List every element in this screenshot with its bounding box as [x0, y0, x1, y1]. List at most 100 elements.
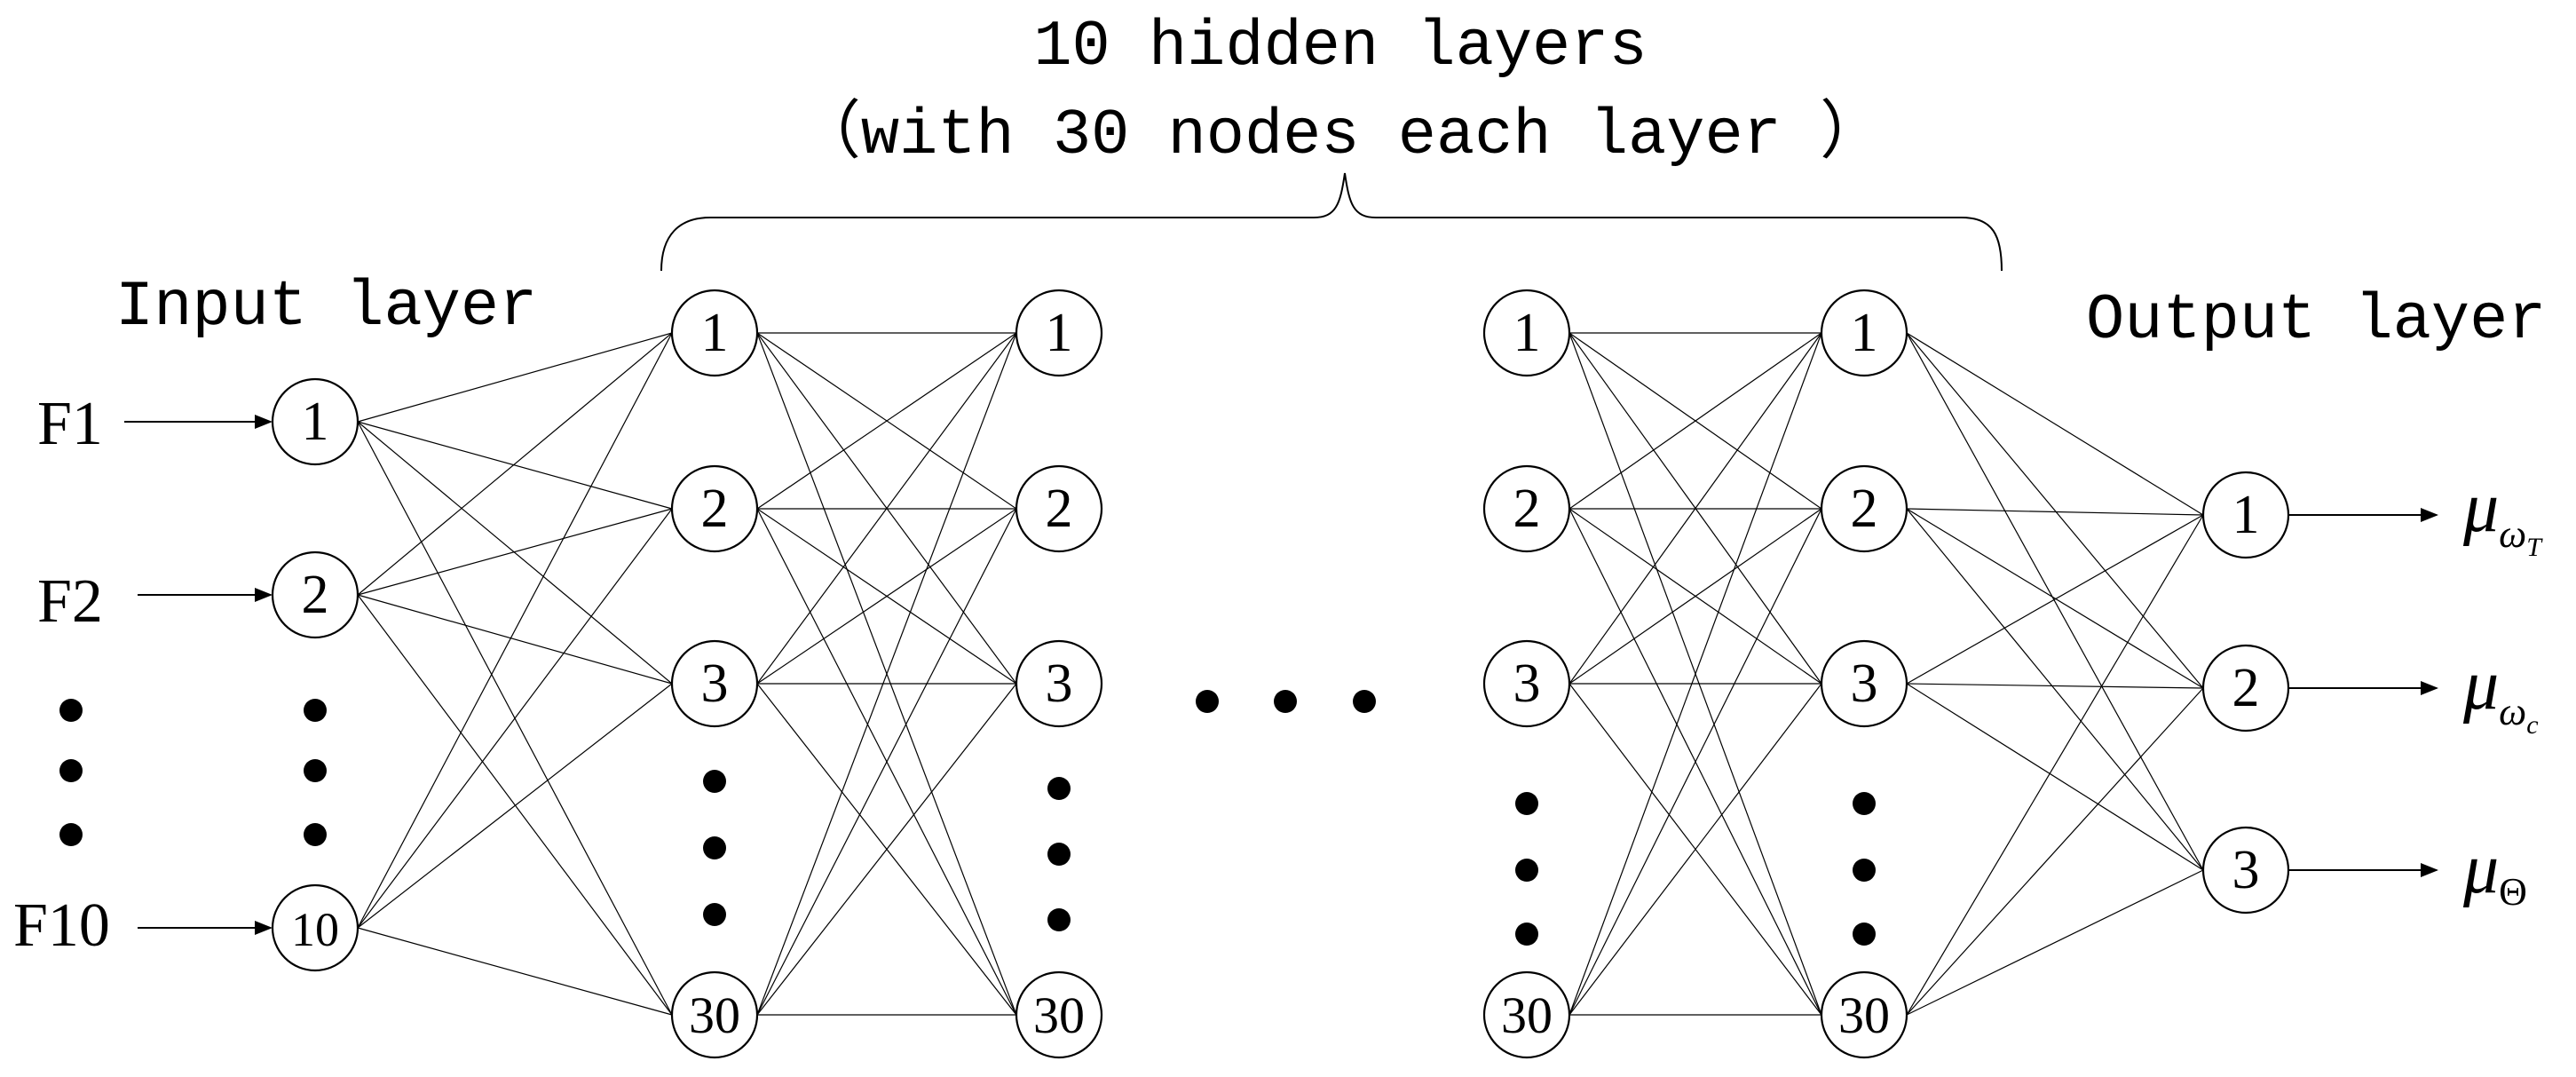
ellipsis-dot: [59, 699, 83, 722]
connection-edge: [357, 594, 673, 1016]
ellipsis-dot: [304, 759, 327, 782]
ellipsis-dot: [1515, 792, 1538, 815]
ellipsis-dot: [1853, 859, 1876, 882]
node-label: 30: [689, 986, 740, 1044]
connection-edge: [1569, 332, 1822, 1016]
hidden-layer-1-node: 30: [670, 970, 759, 1059]
output-subscript: ω: [2499, 512, 2526, 556]
node-label: 3: [701, 653, 729, 714]
node-circle: [2201, 471, 2290, 559]
output-label-1: μωT: [2462, 469, 2543, 562]
output-node: 1: [2201, 471, 2290, 559]
connection-edge: [1569, 508, 1822, 1016]
node-circle: [2201, 644, 2290, 733]
hidden-layers-brace: [660, 172, 2003, 272]
connection-edge: [1906, 514, 2204, 1016]
node-label: 30: [1838, 986, 1890, 1044]
output-node: 2: [2201, 644, 2290, 733]
connection-edge: [1569, 332, 1822, 510]
node-circle: [670, 639, 759, 728]
hidden-layer-10-node: 3: [1820, 639, 1908, 728]
output-subscript: Θ: [2499, 870, 2527, 914]
connection-edge: [1906, 683, 2204, 871]
node-label: 1: [302, 392, 329, 452]
ellipsis-dot: [703, 770, 726, 793]
node-label: 3: [1046, 653, 1073, 714]
output-subscript: ω: [2499, 690, 2526, 733]
svg-text:μωT: μωT: [2462, 469, 2543, 562]
node-circle: [1482, 289, 1571, 377]
connection-edge: [756, 332, 1017, 510]
ellipsis-dot: [1515, 859, 1538, 882]
connection-edge: [1906, 683, 2204, 689]
node-circle: [670, 970, 759, 1059]
connection-edge: [1906, 332, 2204, 871]
title-line-2: （with 30 nodes each layer ）: [797, 99, 1884, 172]
output-label-3: μΘ: [2462, 830, 2527, 914]
input-node: 2: [271, 550, 360, 639]
ellipsis-dot: [1047, 843, 1071, 866]
hidden-layer-1-node: 1: [670, 289, 759, 377]
output-symbol: μ: [2462, 830, 2499, 908]
node-label: 1: [1513, 303, 1541, 363]
node-label: 3: [1851, 653, 1878, 714]
ellipsis-dot: [1274, 690, 1297, 713]
connection-edge: [1906, 514, 2204, 685]
hidden-layer-10-node: 1: [1820, 289, 1908, 377]
node-label: 1: [1046, 303, 1073, 363]
connection-edge: [1569, 332, 1822, 685]
node-circle: [1482, 464, 1571, 553]
hidden-layer-10-node: 2: [1820, 464, 1908, 553]
ellipsis-dots: [59, 690, 1876, 946]
node-circle: [1482, 639, 1571, 728]
input-node: 10: [271, 883, 360, 972]
hidden-layer-2-node: 3: [1015, 639, 1103, 728]
node-label: 30: [1501, 986, 1553, 1044]
ellipsis-dot: [1853, 923, 1876, 946]
output-label-2: μωc: [2462, 646, 2539, 740]
connection-edge: [1906, 508, 2204, 871]
node-label: 2: [302, 565, 329, 625]
connection-edges: [357, 332, 2204, 1016]
ellipsis-dot: [59, 759, 83, 782]
hidden-layer-9-node: 30: [1482, 970, 1571, 1059]
ellipsis-dot: [1047, 777, 1071, 800]
output-sub-subscript: T: [2526, 533, 2543, 562]
connection-edge: [357, 421, 673, 685]
connection-edge: [357, 508, 673, 929]
network-nodes: 1 2 10 1 2 3 30 1 2 3 30 1 2 3 30 1 2 3 30 1 2 3: [271, 289, 2290, 1059]
connection-edge: [1906, 332, 2204, 689]
node-circle: [1015, 970, 1103, 1059]
node-circle: [1015, 289, 1103, 377]
connection-edge: [1906, 869, 2204, 1016]
connection-edge: [756, 683, 1017, 1016]
connection-edge: [1906, 508, 2204, 689]
node-label: 3: [2232, 840, 2260, 900]
node-circle: [271, 377, 360, 466]
connection-edge: [357, 332, 673, 423]
hidden-layer-10-node: 30: [1820, 970, 1908, 1059]
hidden-layer-1-node: 3: [670, 639, 759, 728]
node-label: 2: [1046, 479, 1073, 539]
output-symbol: μ: [2462, 469, 2499, 547]
node-label: 2: [701, 479, 729, 539]
node-label: 30: [1033, 986, 1085, 1044]
hidden-layer-2-node: 1: [1015, 289, 1103, 377]
hidden-layer-2-node: 2: [1015, 464, 1103, 553]
node-label: 2: [1851, 479, 1878, 539]
connection-edge: [1906, 332, 2204, 516]
hidden-layer-9-node: 1: [1482, 289, 1571, 377]
connection-edge: [357, 332, 673, 596]
connection-edge: [357, 508, 673, 596]
ellipsis-dot: [703, 836, 726, 859]
node-circle: [1820, 289, 1908, 377]
connection-edge: [357, 683, 673, 929]
ellipsis-dot: [1047, 908, 1071, 931]
node-circle: [271, 550, 360, 639]
node-circle: [1482, 970, 1571, 1059]
node-label: 2: [1513, 479, 1541, 539]
output-node: 3: [2201, 826, 2290, 915]
input-layer-label: Input layer: [115, 271, 537, 344]
hidden-layer-9-node: 3: [1482, 639, 1571, 728]
